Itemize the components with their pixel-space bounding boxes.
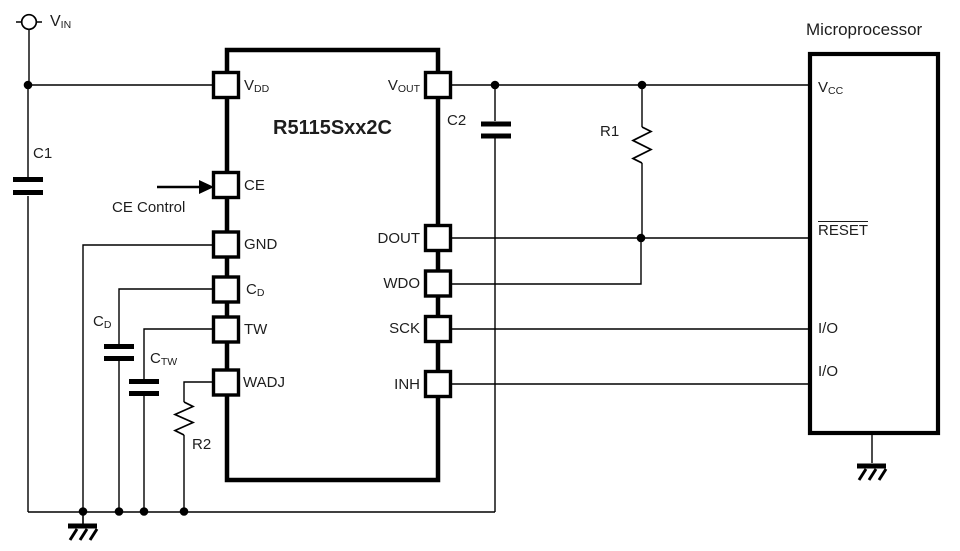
- pin-label-inh: INH: [394, 376, 420, 393]
- capacitor-c2: [481, 121, 511, 139]
- capacitor-c1: [13, 177, 43, 195]
- pin-label-gnd: GND: [244, 236, 278, 253]
- ce-arrowhead: [199, 180, 214, 194]
- wires: [27, 29, 873, 513]
- vin-label: VIN: [50, 13, 72, 31]
- micro-pin-io2: I/O: [818, 363, 839, 380]
- pin-label-ce: CE: [244, 177, 265, 194]
- ic-body: [224, 47, 441, 483]
- c1-label: C1: [33, 145, 53, 162]
- wire-tw-pin: [143, 328, 213, 512]
- pin-cd-box: [211, 275, 241, 304]
- capacitor-cd: [104, 344, 134, 361]
- pin-wadj-box: [211, 368, 241, 397]
- ground-symbol-left: [68, 512, 99, 541]
- pin-ce-box: [211, 170, 241, 200]
- r2-label: R2: [192, 436, 212, 453]
- pin-label-dout: DOUT: [377, 230, 421, 247]
- resistor-r2: [172, 401, 196, 436]
- ctw-cap-label: CTW: [150, 350, 178, 368]
- pin-label-tw: TW: [244, 321, 268, 338]
- junction-dots: [23, 80, 647, 516]
- wire-gnd-pin: [82, 244, 213, 512]
- pin-sck-box: [423, 314, 453, 344]
- pin-tw-box: [211, 315, 241, 344]
- capacitor-ctw: [129, 379, 159, 396]
- micro-pin-io1: I/O: [818, 320, 839, 337]
- pin-label-wdo: WDO: [383, 275, 420, 292]
- pin-label-vdd: VDD: [244, 77, 270, 95]
- ic-pin-boxes: [211, 70, 453, 399]
- wire-cd-pin: [118, 288, 213, 512]
- wire-wdo-branch: [452, 238, 642, 285]
- pin-inh-box: [423, 369, 453, 399]
- cd-cap-label: CD: [93, 313, 112, 331]
- vin-terminal: [16, 13, 42, 31]
- ce-arrow: [157, 180, 214, 194]
- pin-vdd-box: [211, 70, 241, 100]
- microprocessor-body: [807, 51, 941, 436]
- wire-wadj-pin: [183, 381, 212, 512]
- pin-dout-box: [423, 223, 453, 253]
- pin-label-vout: VOUT: [387, 77, 420, 95]
- ce-control-label: CE Control: [112, 199, 186, 216]
- micro-pin-reset: RESET: [818, 221, 869, 239]
- resistors: [172, 126, 653, 436]
- c2-label: C2: [447, 112, 467, 129]
- pin-wdo-box: [423, 269, 453, 298]
- micro-pin-vcc: VCC: [818, 79, 844, 97]
- r1-label: R1: [600, 123, 620, 140]
- capacitors: [13, 121, 511, 396]
- pin-label-wadj: WADJ: [243, 374, 285, 391]
- microprocessor-title: Microprocessor: [806, 20, 923, 39]
- pin-gnd-box: [211, 230, 241, 259]
- pin-label-cd: CD: [246, 281, 265, 299]
- ground-symbol-micro: [857, 463, 888, 481]
- pin-label-sck: SCK: [389, 320, 420, 337]
- ic-name: R5115Sxx2C: [273, 117, 392, 139]
- pin-vout-box: [423, 70, 453, 100]
- resistor-r1: [631, 126, 653, 164]
